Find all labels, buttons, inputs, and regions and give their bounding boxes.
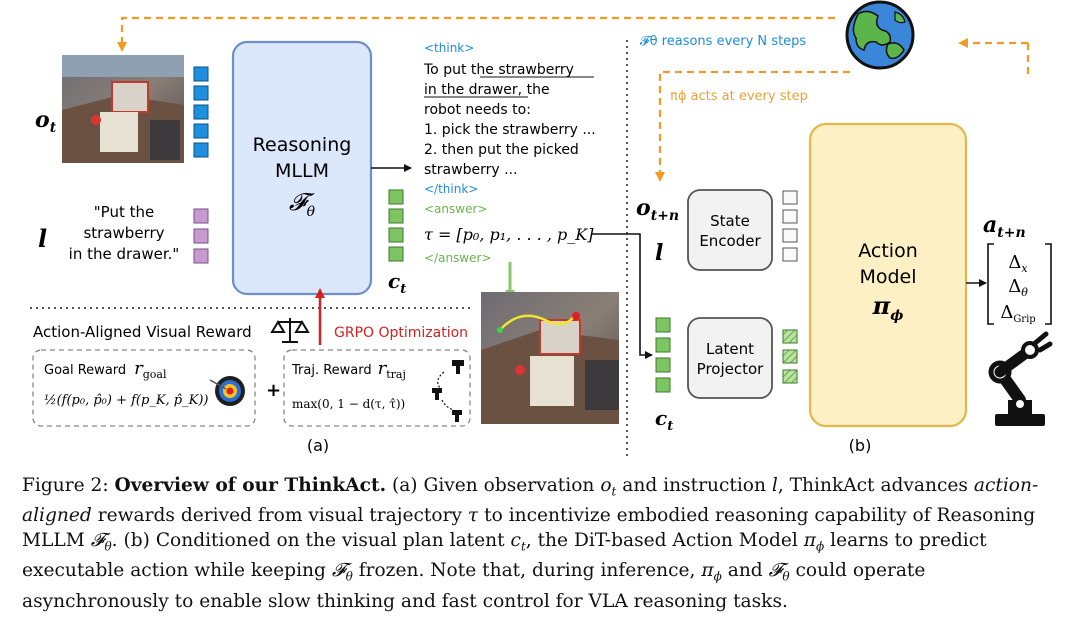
gripper-path-icon — [432, 360, 464, 422]
obs-label-b: ot+n — [636, 195, 679, 224]
svg-text:Δθ: Δθ — [1008, 276, 1028, 299]
caption-text: and — [727, 560, 763, 582]
svg-text:<think>: <think> — [424, 41, 474, 55]
svg-text:Projector: Projector — [697, 360, 764, 378]
instr-label: l — [38, 224, 47, 253]
observation-image — [62, 55, 184, 163]
action-symbol: πϕ — [872, 291, 904, 324]
projected-tokens — [782, 329, 798, 384]
caption-title: Overview of our ThinkAct. — [114, 475, 387, 496]
figure-diagram: ot l "Put the strawberry in the drawer."… — [30, 0, 1053, 460]
act-every-step-arrow — [655, 70, 850, 182]
obs-label: ot — [35, 107, 57, 136]
act-note: πϕ acts at every step — [670, 89, 808, 104]
action-model-box — [808, 122, 968, 428]
async-loop-arrow — [117, 16, 835, 52]
action-model-title: Action Model — [858, 240, 918, 288]
caption-sym-F3: 𝓕θ — [768, 560, 790, 584]
mllm-title: Reasoning MLLM — [253, 134, 352, 182]
svg-text:Reasoning: Reasoning — [253, 134, 352, 156]
reward-title: Action-Aligned Visual Reward — [33, 323, 252, 341]
svg-text:2. then put the picked: 2. then put the picked — [424, 142, 579, 158]
svg-text:strawberry ...: strawberry ... — [424, 162, 517, 178]
reason-note: 𝓕θ reasons every N steps — [640, 34, 806, 49]
state-encoder-box — [687, 189, 773, 271]
svg-text:strawberry: strawberry — [83, 224, 164, 242]
svg-text:Δx: Δx — [1008, 252, 1028, 275]
svg-text:"Put the: "Put the — [94, 203, 154, 221]
svg-text:1. pick the strawberry ...: 1. pick the strawberry ... — [424, 122, 596, 138]
robot-arm-icon — [988, 331, 1053, 426]
state-encoder-label: State Encoder — [699, 212, 761, 250]
observation-tokens — [193, 66, 209, 158]
instr-label-b: l — [655, 240, 663, 266]
caption-text: , the DiT-based Action Model — [525, 529, 798, 551]
svg-text:<answer>: <answer> — [424, 202, 487, 216]
state-tokens — [782, 190, 798, 262]
caption-text: and instruction — [622, 475, 766, 496]
caption-italic: action-aligned — [22, 475, 1039, 527]
target-icon — [209, 376, 245, 406]
vector-bracket-right — [1045, 243, 1052, 325]
reasoning-output: <think> To put the strawberry in the dra… — [423, 41, 596, 265]
svg-text:Model: Model — [859, 266, 916, 288]
caption-text: to incentivize embodied reasoning capabi… — [22, 505, 1036, 551]
svg-text:</answer>: </answer> — [424, 251, 492, 265]
svg-text:</think>: </think> — [424, 182, 478, 196]
caption-sym-tau: τ — [467, 505, 479, 527]
latent-label-b: ct — [655, 406, 673, 434]
action-output-label: at+n — [983, 212, 1026, 241]
instruction-tokens — [193, 208, 209, 264]
caption-sym-ct: ct — [510, 529, 526, 554]
plus-sign: + — [266, 380, 281, 401]
latent-projector-box — [687, 317, 773, 399]
svg-text:robot needs to:: robot needs to: — [424, 102, 531, 118]
plan-to-projector-arrow — [592, 233, 653, 359]
caption-text: , ThinkAct advances — [777, 475, 968, 496]
grpo-label: GRPO Optimization — [334, 325, 468, 341]
panel-a-label: (a) — [307, 436, 329, 455]
caption-sym-F: 𝓕θ — [90, 529, 112, 554]
latent-projector-label: Latent Projector — [697, 340, 764, 378]
svg-text:ΔGrip: ΔGrip — [1000, 302, 1035, 325]
goal-reward-box — [32, 349, 256, 427]
globe-icon — [845, 0, 915, 70]
svg-text:in the drawer, the: in the drawer, the — [424, 82, 550, 98]
goal-reward-formula: ½(f(p₀, p̂₀) + f(p_K, p̂_K)) — [44, 393, 208, 408]
caption-text: learns to predict executable action whil… — [22, 529, 987, 582]
svg-text:MLLM: MLLM — [275, 160, 329, 182]
svg-text:Latent: Latent — [706, 340, 754, 358]
caption-fig-label: Figure 2: — [22, 475, 109, 496]
caption-sym-pi: πϕ — [803, 529, 825, 554]
svg-text:To put the strawberry: To put the strawberry — [423, 62, 574, 78]
svg-text:State: State — [710, 212, 750, 230]
svg-text:in the drawer.": in the drawer." — [69, 245, 180, 263]
caption-sym-F2: 𝓕θ — [331, 560, 353, 584]
caption-sym-l: l — [771, 475, 778, 496]
latent-label-a: ct — [388, 269, 406, 297]
caption-text: frozen. Note that, during inference, — [358, 560, 696, 582]
latent-tokens-a — [388, 189, 404, 262]
vector-bracket-left — [987, 243, 994, 325]
latent-tokens-b — [655, 317, 671, 393]
caption-text: . (b) Conditioned on the visual plan lat… — [111, 529, 505, 551]
svg-text:Action: Action — [858, 240, 918, 262]
caption-text: could operate asynchronously to enable s… — [22, 560, 926, 612]
svg-text:τ = [p₀, p₁, . . . , p_K]: τ = [p₀, p₁, . . . , p_K] — [424, 225, 594, 244]
caption-text: (a) Given observation — [391, 475, 595, 496]
caption-sym-pi2: πϕ — [701, 560, 722, 584]
panel-b-label: (b) — [849, 436, 872, 455]
figure-caption: Figure 2: Overview of our ThinkAct. (a) … — [22, 474, 1062, 614]
action-vector: Δx Δθ ΔGrip — [1000, 252, 1035, 325]
traj-reward-box — [283, 349, 471, 427]
trajectory-image — [481, 292, 619, 424]
svg-text:Encoder: Encoder — [699, 232, 761, 250]
caption-sym-ot: ot — [600, 475, 617, 499]
traj-reward-formula: max(0, 1 − d(τ, τ̂)) — [292, 397, 405, 411]
balance-scale-icon — [270, 318, 310, 343]
instruction-text: "Put the strawberry in the drawer." — [69, 203, 180, 263]
caption-text: rewards derived from visual trajectory — [97, 505, 462, 527]
